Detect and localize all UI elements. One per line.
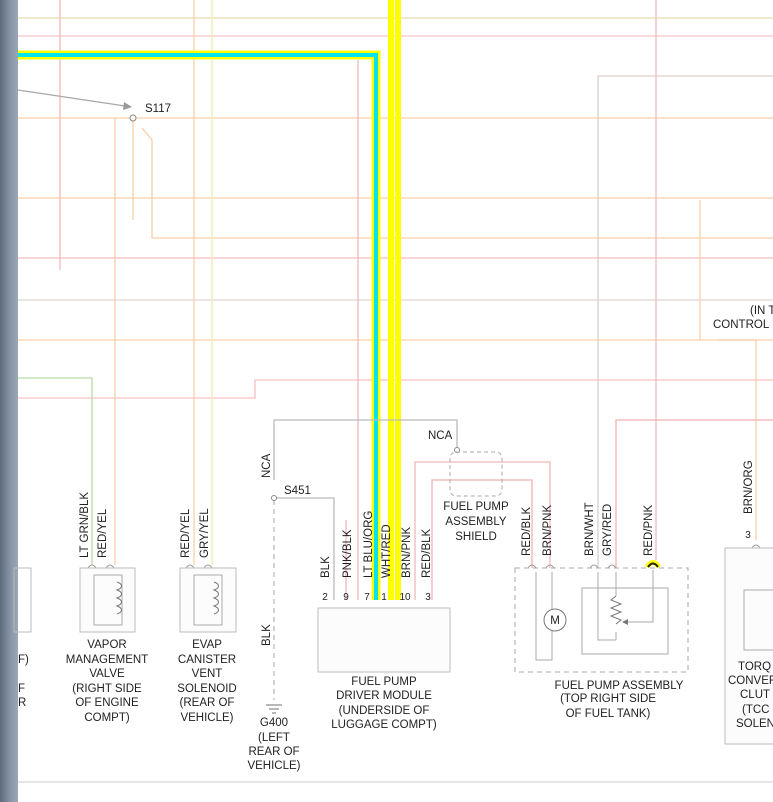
partial-right-labels: (IN T CONTROL [713,305,773,331]
evap-wire-2: GRY/YEL [199,508,211,558]
module-pin-3: 7 [364,592,370,603]
tcc-name5: SOLEN [736,718,773,730]
ground-id-label: G400 [260,717,288,729]
module-loc1: (UNDERSIDE OF [339,705,430,717]
evap-canister-vent-solenoid: RED/YEL GRY/YEL EVAP CANISTER VENT SOLEN… [177,508,236,724]
pump-loc1: (TOP RIGHT SIDE [560,693,656,705]
torque-converter-clutch-solenoid: BRN/ORG 3 TORQ CONVER CLUT (TCC SOLEN [724,460,773,745]
partial-left-line2: F [18,683,25,695]
shield-line1: FUEL PUMP [443,501,509,513]
nca-left-label: NCA [261,453,273,478]
pump-wire-5: RED/PNK [643,505,655,556]
vapor-name1: VAPOR [87,639,126,651]
motor-icon [543,608,567,632]
evap-wire-1: RED/YEL [180,508,192,558]
fuel-pump-driver-module: BLK PNK/BLK LT BLU/ORG WHT/RED BRN/PNK R… [317,461,551,731]
tcc-name3: CLUT [740,689,770,701]
module-pin-2: 9 [343,592,349,603]
vapor-name2: MANAGEMENT [66,654,148,666]
partial-left-line3: R [18,697,26,709]
tcc-wire-label: BRN/ORG [743,460,755,514]
module-wire-6: RED/BLK [421,528,433,578]
evap-name1: EVAP [192,639,222,651]
partial-right-line2: CONTROL [713,319,770,331]
module-pin-5: 10 [399,592,411,603]
ground-icon [266,704,282,714]
solenoid-coil-icon [212,581,219,615]
ground-line1: (LEFT [258,732,290,744]
evap-name3: VENT [192,668,223,680]
module-wire-4: WHT/RED [381,524,393,578]
shield-line3: SHIELD [455,531,497,543]
shield-line2: ASSEMBLY [445,516,506,528]
ground-wire-label: BLK [261,624,273,646]
module-wire-2: PNK/BLK [342,529,354,578]
module-loc2: LUGGAGE COMPT) [331,719,437,731]
sender-resistor-icon [609,595,623,625]
evap-name4: SOLENOID [177,683,236,695]
evap-name2: CANISTER [178,654,236,666]
vapor-loc1: (RIGHT SIDE [72,683,142,695]
tcc-name1: TORQ [738,661,771,673]
vapor-loc3: COMPT) [84,712,130,724]
pump-wire-1: RED/BLK [521,506,533,556]
pump-name1: FUEL PUMP ASSEMBLY [555,680,684,692]
pump-wire-2: BRN/PNK [542,505,554,556]
ground-circuit: NCA S451 BLK G400 (LEFT REAR OF VEHICLE) [247,419,458,772]
partial-right-line1: (IN T [750,305,773,317]
module-wire-5: BRN/PNK [401,527,413,578]
evap-loc2: VEHICLE) [180,712,233,724]
fuel-pump-assembly-shield: NCA FUEL PUMP ASSEMBLY SHIELD [428,430,509,543]
module-wire-1: BLK [320,556,332,578]
partial-left-line1: F) [18,654,29,666]
pump-loc2: OF FUEL TANK) [566,708,651,720]
tcc-name2: CONVER [728,675,773,687]
tcc-pin: 3 [745,530,751,541]
partial-left-component: F) F R [13,567,32,709]
motor-label: M [550,615,560,627]
nca-shield-label: NCA [428,430,453,442]
splice-s451-label: S451 [284,485,311,497]
vapor-name3: VALVE [89,668,125,680]
module-wire-3: LT BLU/ORG [363,511,375,578]
evap-loc1: (REAR OF [180,697,235,709]
coil-icon [115,581,122,615]
pump-wire-4: GRY/RED [602,504,614,556]
ground-line2: REAR OF [248,746,299,758]
module-pin-6: 3 [425,592,431,603]
module-name2: DRIVER MODULE [336,690,432,702]
vapor-wire-1: LT GRN/BLK [79,492,91,558]
pump-wire-3: BRN/WHT [584,502,596,556]
splice-s117-label: S117 [145,103,171,115]
vapor-management-valve: LT GRN/BLK RED/YEL VAPOR MANAGEMENT VALV… [66,492,148,724]
vapor-wire-2: RED/YEL [97,508,109,558]
module-name1: FUEL PUMP [351,676,417,688]
vapor-loc2: OF ENGINE [75,697,139,709]
highlighted-wires [18,0,401,600]
ground-line3: VEHICLE) [247,760,300,772]
tcc-name4: (TCC [742,704,769,716]
module-pin-4: 1 [381,592,387,603]
splice-s117: S117 [123,102,171,122]
fuel-pump-assembly: RED/BLK BRN/PNK BRN/WHT GRY/RED RED/PNK … [514,502,689,720]
module-pin-1: 2 [322,592,328,603]
